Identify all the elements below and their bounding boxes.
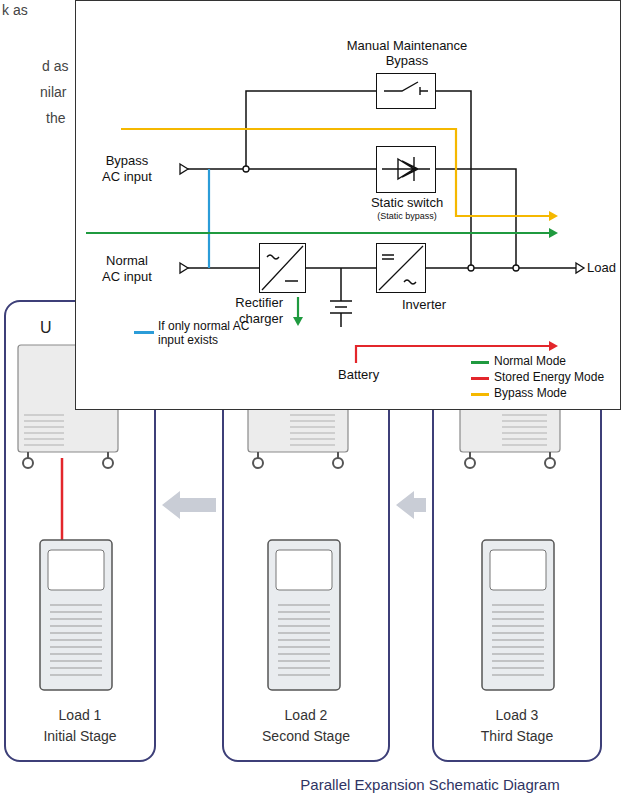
connector-layer (76, 1, 620, 409)
legend-text: Bypass Mode (494, 386, 614, 400)
mode-lines (86, 129, 550, 363)
ups-schematic (76, 1, 620, 409)
connector (396, 491, 426, 519)
switch-symbol (384, 82, 428, 95)
cabinet-wheels (23, 452, 555, 468)
stage-name: Second Stage (262, 726, 350, 746)
thyristor-symbol (382, 157, 430, 181)
legend-swatch (471, 393, 489, 396)
component-label: (Static bypass) (337, 211, 477, 222)
component-box: Static switch(Static bypass) (376, 146, 436, 193)
component-box: Manual Maintenance Bypass (376, 73, 436, 109)
component-box: Rectifier charger (259, 243, 306, 293)
load-name: Load 1 (59, 705, 102, 725)
stage-name: Initial Stage (43, 726, 116, 746)
background-text: the (46, 110, 65, 127)
server-racks (40, 540, 554, 690)
component-label: Static switch (337, 195, 477, 211)
mode-arrowheads (293, 211, 558, 351)
load-name: Load 3 (496, 705, 539, 725)
terminals (180, 164, 584, 273)
output-label: Load (587, 260, 616, 276)
connector (162, 491, 216, 519)
legend-text: Stored Energy Mode (494, 370, 614, 384)
component-box: Inverter (376, 243, 426, 293)
connector (306, 268, 376, 269)
stage-arrow (396, 491, 426, 519)
legend-swatch (134, 331, 154, 334)
converter-symbols (262, 246, 423, 290)
component-label: Inverter (402, 297, 446, 313)
background-text: nilar (40, 84, 66, 101)
stage-arrow (162, 491, 216, 519)
wire (306, 267, 376, 269)
power-cable (61, 458, 64, 540)
battery-symbol (330, 301, 352, 313)
background-text: d as (42, 58, 68, 75)
load-name: Load 2 (285, 705, 328, 725)
legend-text: If only normal AC input exists (158, 319, 253, 348)
schematic-inset: Manual Maintenance BypassStatic switch(S… (75, 0, 621, 410)
cabinet-text: U (40, 318, 52, 337)
background-text: k as (2, 2, 28, 19)
input-label: Normal AC input (96, 253, 158, 284)
battery-label: Battery (338, 367, 379, 383)
cabinet-vents (24, 415, 547, 445)
diagram-caption: Parallel Expansion Schematic Diagram (240, 776, 620, 793)
wires (188, 91, 576, 327)
stage-name: Third Stage (481, 726, 553, 746)
input-label: Bypass AC input (96, 153, 158, 184)
component-label: Manual Maintenance Bypass (337, 38, 477, 69)
legend-text: Normal Mode (494, 354, 614, 368)
legend-swatch (471, 377, 489, 380)
legend-swatch (471, 361, 489, 364)
